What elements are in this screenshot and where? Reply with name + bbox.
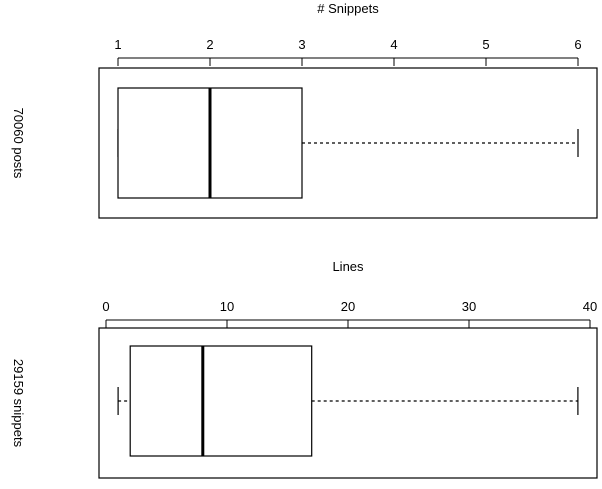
boxplot-panel-2: Lines 29159 snippets 0 10 20 30 40 xyxy=(11,259,598,479)
panel-title: Lines xyxy=(332,259,364,274)
tick-label: 6 xyxy=(574,37,581,52)
boxplot-panel-1: # Snippets 70060 posts 1 2 3 4 5 6 xyxy=(11,1,598,219)
plot-frame xyxy=(98,67,598,219)
tick-label: 40 xyxy=(583,299,597,314)
tick-label: 0 xyxy=(102,299,109,314)
box-iqr xyxy=(129,345,313,457)
panel-title: # Snippets xyxy=(317,1,379,16)
panel-ylabel: 29159 snippets xyxy=(11,359,26,448)
tick-label: 5 xyxy=(482,37,489,52)
tick-label: 1 xyxy=(114,37,121,52)
tick-label: 2 xyxy=(206,37,213,52)
tick-label: 20 xyxy=(341,299,355,314)
tick-label: 3 xyxy=(298,37,305,52)
tick-label: 10 xyxy=(220,299,234,314)
tick-label: 4 xyxy=(390,37,397,52)
panel-ylabel: 70060 posts xyxy=(11,108,26,179)
tick-label: 30 xyxy=(462,299,476,314)
